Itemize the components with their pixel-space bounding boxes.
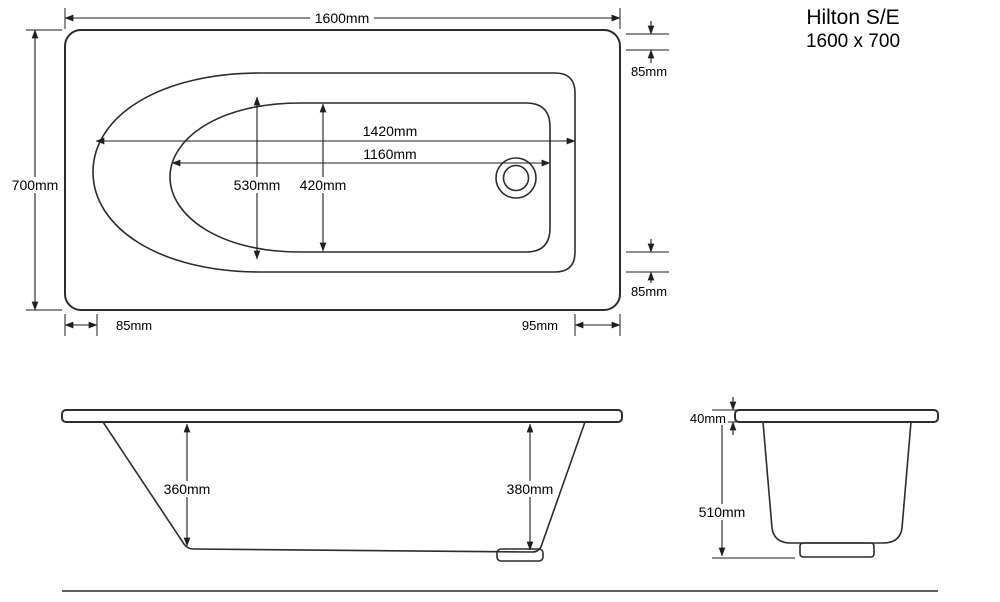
model-size: 1600 x 700 <box>806 31 900 52</box>
dim-base-internal-width-label: 420mm <box>300 177 347 193</box>
dim-overall-width: 700mm <box>9 29 62 311</box>
dim-overall-width-label: 700mm <box>12 177 59 193</box>
dim-right-end-offset-label: 95mm <box>522 318 558 333</box>
plan-view: 1600mm 700mm 1420mm 1160mm 530mm <box>9 8 669 336</box>
dim-bottom-right-offset-label: 85mm <box>631 284 667 299</box>
dim-front-depth: 360mm <box>162 423 212 547</box>
end-tub-profile <box>762 421 912 544</box>
waste-outlet-icon <box>495 157 537 199</box>
dim-right-end-offset: 95mm <box>522 314 621 336</box>
end-view: 510mm 40mm <box>686 397 939 559</box>
dim-bottom-right-offset: 85mm <box>626 239 669 299</box>
dim-rim-internal-width-label: 530mm <box>234 177 281 193</box>
plan-outer-outline <box>64 29 621 311</box>
side-rim-outline <box>61 409 623 423</box>
dim-rim-internal-length-label: 1420mm <box>363 123 417 139</box>
dim-rear-depth-label: 380mm <box>507 481 554 497</box>
dim-rim-thickness: 40mm <box>686 397 740 435</box>
dim-base-internal-length-label: 1160mm <box>363 146 416 162</box>
dim-top-right-offset-label: 85mm <box>631 64 667 79</box>
end-foot-outline <box>799 542 875 558</box>
dim-rim-thickness-label: 40mm <box>690 411 726 426</box>
plan-rim-inner-outline <box>92 72 576 273</box>
dim-overall-length-label: 1600mm <box>315 10 369 26</box>
dim-base-internal-width: 420mm <box>299 103 347 252</box>
dim-left-end-offset-label: 85mm <box>116 318 152 333</box>
dim-rim-internal-width: 530mm <box>233 96 281 260</box>
plan-basin-outline <box>169 102 551 253</box>
dim-overall-length: 1600mm <box>64 8 621 29</box>
end-rim-outline <box>734 409 939 423</box>
title-block: Hilton S/E 1600 x 700 <box>806 6 900 52</box>
side-foot-outline <box>496 548 544 562</box>
dim-left-end-offset: 85mm <box>64 314 152 336</box>
model-title: Hilton S/E <box>806 6 899 29</box>
dim-rim-internal-length: 1420mm <box>95 123 576 145</box>
dim-overall-height-label: 510mm <box>699 504 746 520</box>
dim-rear-depth: 380mm <box>505 423 555 551</box>
side-view: 360mm 380mm <box>61 409 623 562</box>
dim-front-depth-label: 360mm <box>164 481 211 497</box>
dim-top-right-offset: 85mm <box>626 21 669 79</box>
dim-overall-height: 510mm <box>698 409 795 559</box>
dim-base-internal-length: 1160mm <box>171 146 551 167</box>
